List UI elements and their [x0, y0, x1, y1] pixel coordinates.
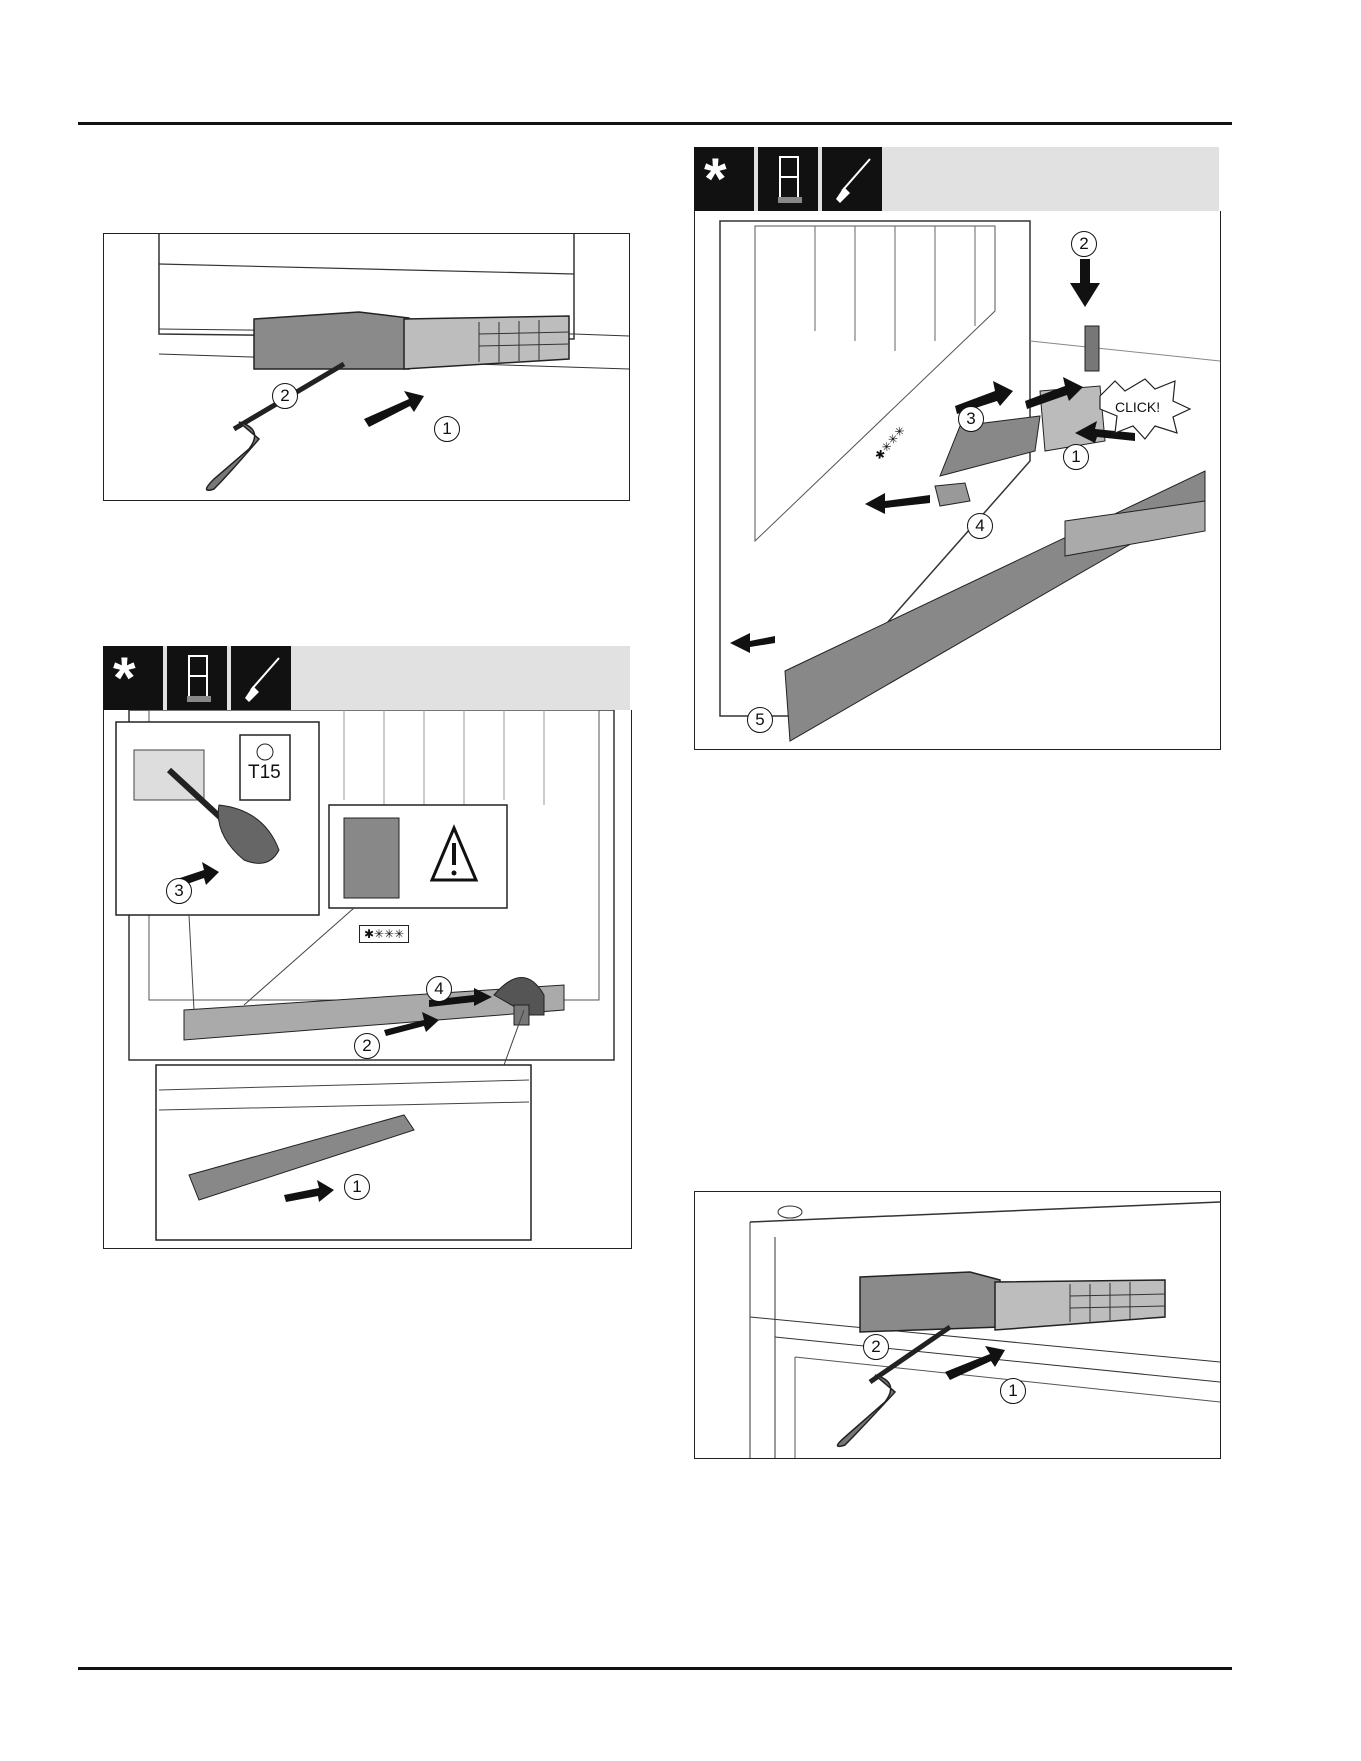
footer-rule — [78, 1667, 1232, 1670]
tool-size-label: T15 — [248, 762, 281, 784]
figure-freezer-cover-removal: T15 ✱✳✳✳ 3 4 2 1 — [103, 710, 632, 1249]
freezer-star-icon: * — [103, 646, 163, 710]
figure-hinge-cover-removal: 2 1 — [103, 233, 630, 501]
figure-hinge-cover-installation: 2 1 — [694, 1191, 1221, 1459]
fridge-icon — [758, 147, 818, 211]
callout-2: 2 — [354, 1033, 380, 1059]
hinge-installation-illustration — [695, 211, 1220, 749]
callout-2: 2 — [272, 383, 298, 409]
callout-2: 2 — [863, 1334, 889, 1360]
freezer-door-illustration — [104, 710, 631, 1248]
callout-2: 2 — [1071, 231, 1097, 257]
freezer-rating-label: ✱✳✳✳ — [359, 925, 409, 943]
callout-5: 5 — [747, 707, 773, 733]
screwdriver-icon — [231, 646, 291, 710]
callout-1: 1 — [1000, 1378, 1026, 1404]
callout-3: 3 — [958, 406, 984, 432]
callout-4: 4 — [967, 513, 993, 539]
callout-1: 1 — [1063, 444, 1089, 470]
freezer-star-icon: * — [694, 147, 754, 211]
callout-1: 1 — [344, 1174, 370, 1200]
callout-1: 1 — [434, 416, 460, 442]
hinge-cover-install-illustration — [695, 1192, 1220, 1458]
screwdriver-icon — [822, 147, 882, 211]
callout-4: 4 — [426, 976, 452, 1002]
fridge-icon — [167, 646, 227, 710]
figure-header-freezer-2: * — [694, 147, 1219, 212]
figure-hinge-installation: CLICK! ✱✳✳✳ 2 3 1 4 5 — [694, 211, 1221, 750]
click-label: CLICK! — [1115, 399, 1160, 415]
header-rule — [78, 122, 1232, 125]
figure-header-freezer: * — [103, 646, 630, 711]
hinge-cover-illustration — [104, 234, 629, 500]
callout-3: 3 — [166, 878, 192, 904]
